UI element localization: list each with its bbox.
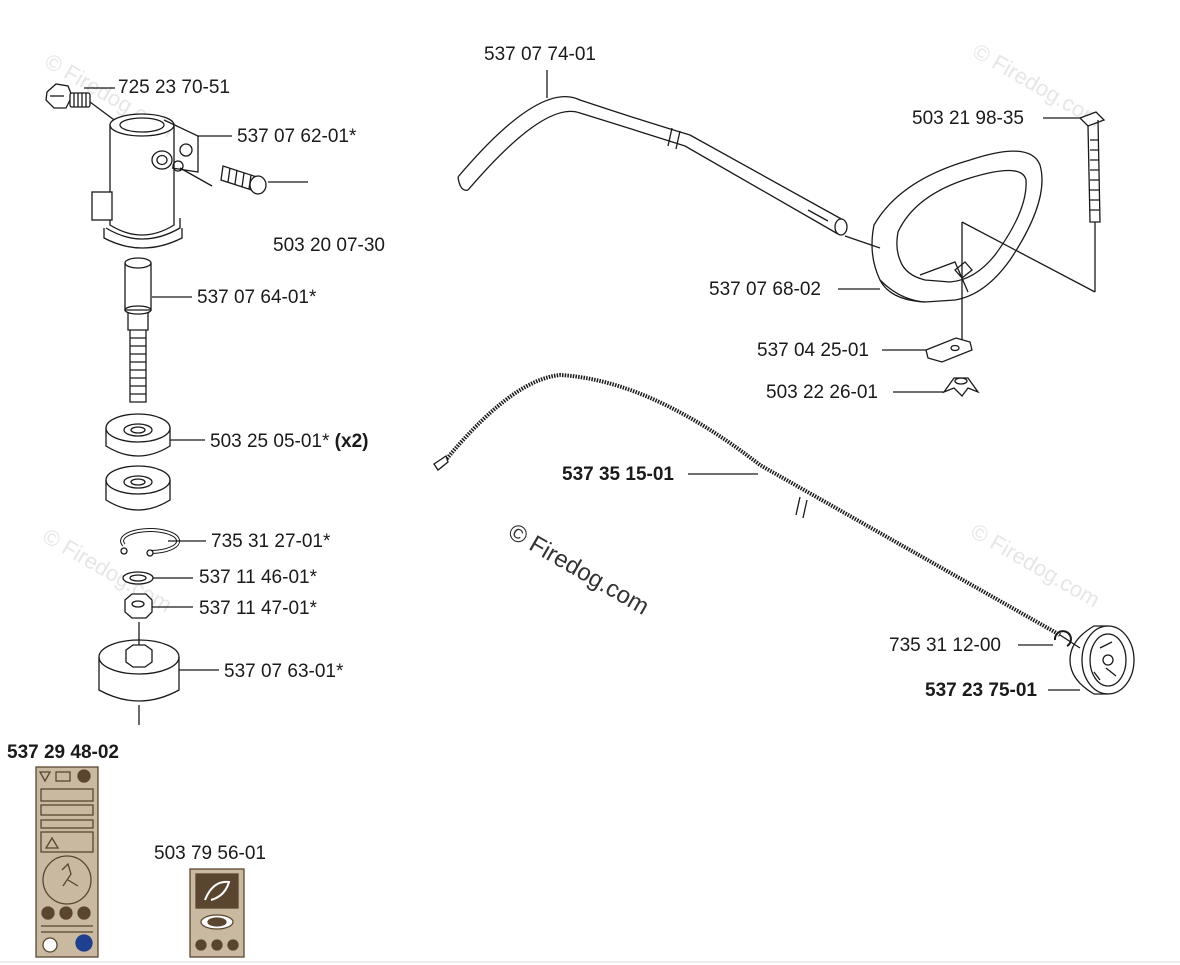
- part-label-long-bolt: 503 21 98-35: [912, 108, 1024, 129]
- wing-nut-part: [942, 377, 980, 397]
- part-label-drum: 537 23 75-01: [925, 680, 1037, 701]
- bearing-part-lower: [105, 465, 171, 511]
- part-label-drive-tube: 537 07 74-01: [484, 44, 596, 65]
- shaft-part: [124, 257, 152, 403]
- bearing-part-upper: [105, 413, 171, 457]
- part-label-clamp-housing: 537 07 62-01*: [237, 126, 357, 147]
- part-number-bearing: 503 25 05-01*: [210, 431, 330, 452]
- long-bolt-part: [961, 111, 1106, 345]
- clamp-housing-part: [91, 113, 199, 249]
- drive-tube-part: [457, 95, 848, 236]
- part-label-screw: 503 20 07-30: [273, 235, 385, 256]
- part-label-clamp-plate: 537 04 25-01: [757, 340, 869, 361]
- part-label-shaft: 537 07 64-01*: [197, 287, 317, 308]
- washer-part: [122, 571, 154, 585]
- part-label-small-circlip: 735 31 12-00: [889, 635, 1001, 656]
- part-quantity-bearing: (x2): [334, 431, 369, 452]
- part-label-bearing: 503 25 05-01* (x2): [210, 432, 368, 451]
- part-label-nut: 537 11 47-01*: [199, 598, 317, 619]
- drive-cable-part: [433, 372, 1061, 637]
- cup-part: [98, 622, 180, 725]
- circlip-part: [120, 528, 181, 557]
- part-label-line-decal: 503 79 56-01: [154, 843, 266, 864]
- part-label-cup: 537 07 63-01*: [224, 661, 344, 682]
- part-label-bolt: 725 23 70-51: [118, 77, 230, 98]
- screw-part: [220, 165, 267, 195]
- loop-handle-part: [844, 150, 1043, 303]
- line-decal: [189, 868, 245, 958]
- part-label-circlip: 735 31 27-01*: [211, 531, 331, 552]
- part-label-drive-cable: 537 35 15-01: [562, 464, 674, 485]
- clamp-plate-part: [925, 337, 973, 363]
- bolt-part: [45, 83, 91, 109]
- part-label-wing-nut: 503 22 26-01: [766, 382, 878, 403]
- drum-part: [1059, 625, 1135, 695]
- warning-decal: [35, 766, 99, 958]
- part-label-loop-handle: 537 07 68-02: [709, 279, 821, 300]
- small-circlip-part: [1053, 630, 1072, 647]
- part-label-washer: 537 11 46-01*: [199, 567, 317, 588]
- part-label-warning-decal: 537 29 48-02: [7, 742, 119, 763]
- nut-part: [124, 593, 153, 619]
